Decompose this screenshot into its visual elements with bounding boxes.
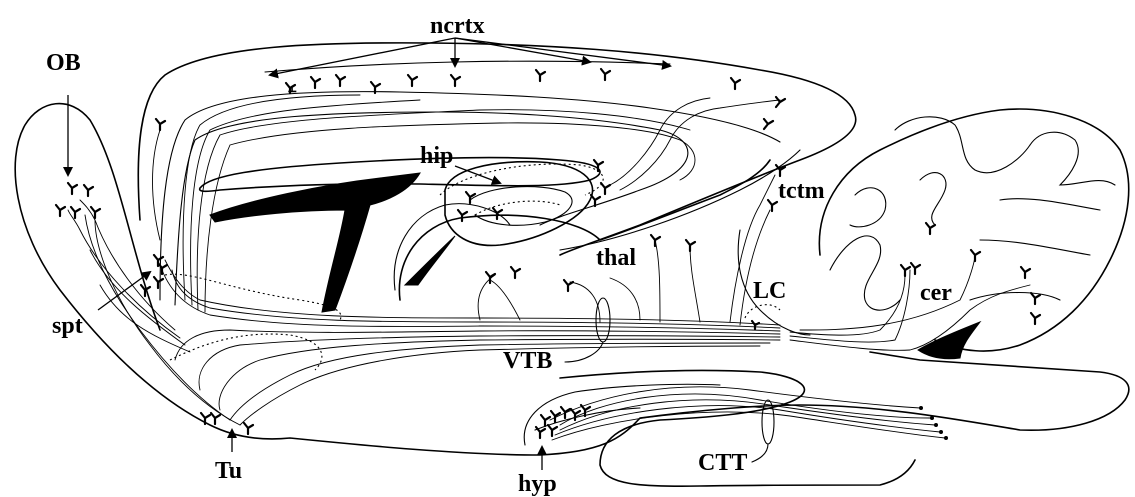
- label-tctm: tctm: [778, 178, 825, 204]
- fourth-ventricle: [918, 322, 980, 359]
- cerebellum-folia-5: [830, 236, 900, 310]
- ctt-cross-section: [762, 400, 774, 444]
- cerebellum-outline: [819, 109, 1128, 351]
- third-ventricle-sliver: [405, 236, 455, 285]
- label-hip: hip: [420, 143, 453, 169]
- cerebellum-folia-3: [1000, 199, 1100, 210]
- hippocampus-inner: [470, 187, 572, 226]
- cerebellum-folia-7: [970, 293, 1060, 301]
- label-vtb: VTB: [503, 348, 552, 374]
- label-tu: Tu: [215, 458, 242, 484]
- brain-outlines: [15, 43, 1129, 486]
- label-lc: LC: [753, 278, 786, 304]
- label-thal: thal: [596, 245, 636, 271]
- cerebellum-folia-8: [920, 173, 946, 225]
- cerebellum-folia-1: [895, 117, 1030, 173]
- label-ob: OB: [46, 50, 81, 76]
- label-hyp: hyp: [518, 471, 557, 497]
- cerebellum-folia-6: [850, 188, 886, 227]
- cerebellum-folia-4: [980, 240, 1090, 255]
- cerebellum-folia-2: [1030, 132, 1115, 185]
- label-spt: spt: [52, 313, 83, 339]
- terminal-marks: [56, 69, 1040, 438]
- olfactory-bulb-outline: [15, 104, 1129, 455]
- label-ctt: CTT: [698, 450, 747, 476]
- hippocampal-dotted-region: [475, 201, 560, 215]
- region-labels: ncrtx OB hip tctm thal LC cer spt VTB Tu…: [46, 13, 952, 497]
- thalamic-dotted-region: [440, 164, 603, 195]
- label-cer: cer: [920, 280, 952, 306]
- lc-dotted-region: [745, 305, 780, 318]
- label-ncrtx: ncrtx: [430, 13, 485, 39]
- lateral-ventricle: [210, 173, 420, 312]
